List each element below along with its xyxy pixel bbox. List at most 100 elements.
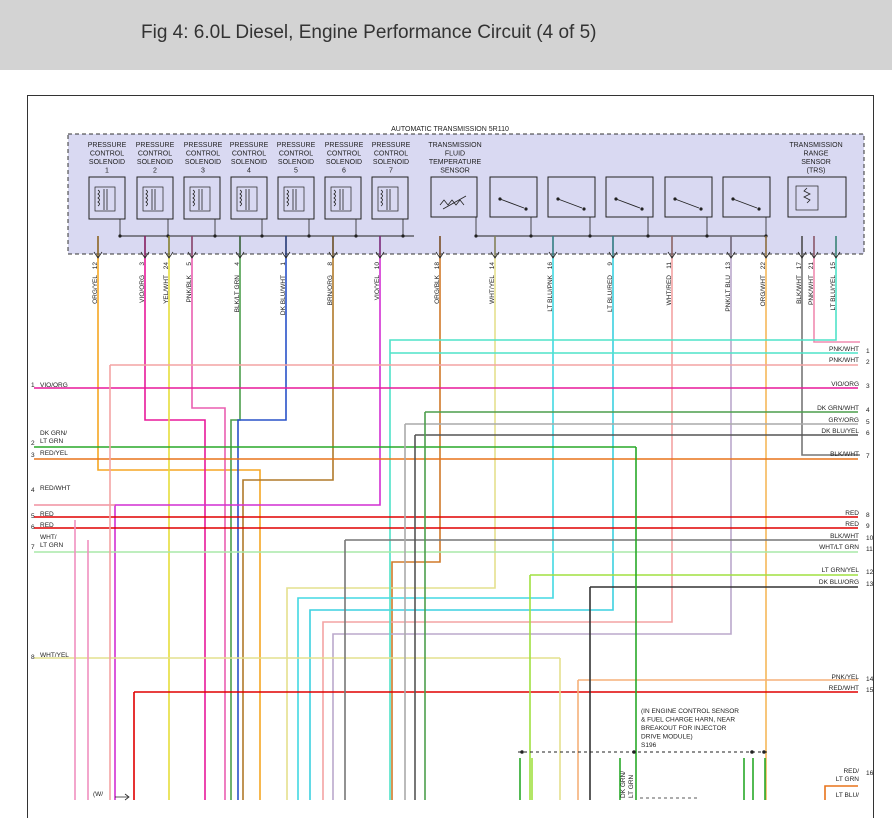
right-circuit-label: VIO/ORG xyxy=(831,381,859,388)
pin-wire-label: DK BLU/WHT xyxy=(280,275,287,315)
coil-icon xyxy=(333,189,336,207)
right-circuit-label: RED/ xyxy=(843,768,859,775)
right-circuit-label: LT GRN xyxy=(836,776,860,783)
right-circuit-label: LT GRN/YEL xyxy=(822,567,860,574)
figure-title: Fig 4: 6.0L Diesel, Engine Performance C… xyxy=(141,22,597,43)
coil-icon xyxy=(380,189,383,207)
switch-blade xyxy=(557,198,583,209)
coil-icon xyxy=(97,189,100,207)
pin-wire-label: BRN/ORG xyxy=(327,275,334,305)
right-circuit-number: 12 xyxy=(866,569,874,576)
component-caption-9: (TRS) xyxy=(807,168,826,175)
right-circuit-label: WHT/LT GRN xyxy=(819,544,859,551)
bottom-wire-label: LT GRN xyxy=(628,774,635,798)
right-circuit-label: PNK/YEL xyxy=(832,674,860,681)
pin-wire-label: YEL/WHT xyxy=(163,275,170,304)
right-circuit-label: LT BLU/ xyxy=(836,792,859,799)
component-caption-6: 6 xyxy=(342,168,346,175)
left-circuit-label: RED/WHT xyxy=(40,485,70,492)
left-circuit-label: RED/YEL xyxy=(40,450,68,457)
switch-contact xyxy=(524,207,528,211)
pin-number-14: 14 xyxy=(489,262,496,270)
pin-number-3: 3 xyxy=(139,262,146,266)
pin-number-12: 12 xyxy=(92,262,99,270)
coil-icon xyxy=(145,189,148,207)
component-caption-7: SOLENOID xyxy=(373,159,409,166)
switch-contact xyxy=(757,207,761,211)
component-caption-2: 2 xyxy=(153,168,157,175)
splice-note-line: (IN ENGINE CONTROL SENSOR xyxy=(641,708,739,715)
splice-point xyxy=(750,750,754,754)
pin-number-10: 10 xyxy=(374,262,381,270)
thermistor-icon xyxy=(439,199,465,206)
right-circuit-number: 7 xyxy=(866,453,870,460)
component-caption-1: PRESSURE xyxy=(88,142,127,149)
harness-wire-18 xyxy=(391,236,441,800)
right-circuit-number: 4 xyxy=(866,407,870,414)
left-circuit-number: 8 xyxy=(31,654,35,661)
left-circuit-number: 2 xyxy=(31,440,35,447)
right-circuit-label: PNK/WHT xyxy=(829,357,859,364)
splice-dot xyxy=(354,234,358,238)
pin-number-15: 15 xyxy=(830,262,837,270)
diagram-frame xyxy=(27,95,874,818)
pin-wire-label: BLK/WHT xyxy=(796,275,803,304)
right-circuit-number: 13 xyxy=(866,581,874,588)
splice-note-line: & FUEL CHARGE HARN, NEAR xyxy=(641,717,735,724)
splice-dot xyxy=(213,234,217,238)
right-circuit-label: BLK/WHT xyxy=(830,451,859,458)
trs-element xyxy=(795,185,819,211)
component-caption-6: SOLENOID xyxy=(326,159,362,166)
switch-contact xyxy=(614,197,618,201)
right-circuit-number: 2 xyxy=(866,359,870,366)
pin-number-9: 9 xyxy=(607,262,614,266)
component-caption-8: TRANSMISSION xyxy=(428,142,481,149)
pin-number-21: 21 xyxy=(808,262,815,270)
left-circuit-label: DK GRN/ xyxy=(40,430,67,437)
splice-point xyxy=(762,750,766,754)
pin-number-16: 16 xyxy=(547,262,554,270)
splice-dot xyxy=(529,234,533,238)
component-caption-9: RANGE xyxy=(804,151,829,158)
splice-dot xyxy=(646,234,650,238)
pin-wire-label: ORG/BLK xyxy=(434,274,441,304)
right-circuit-number: 6 xyxy=(866,430,870,437)
pressure-switch-3-box xyxy=(605,176,654,218)
component-caption-3: SOLENOID xyxy=(185,159,221,166)
pin-number-22: 22 xyxy=(760,262,767,270)
right-circuit-number: 10 xyxy=(866,535,874,542)
right-circuit-label: DK GRN/WHT xyxy=(817,405,859,412)
splice-point xyxy=(632,750,636,754)
component-caption-2: SOLENOID xyxy=(137,159,173,166)
harness-wire-5 xyxy=(191,236,226,800)
solenoid-coil-frame xyxy=(189,186,211,212)
solenoid-coil-frame xyxy=(142,186,164,212)
solenoid-coil-frame xyxy=(330,186,352,212)
pin-number-4: 4 xyxy=(234,262,241,266)
right-circuit-label: DK BLU/ORG xyxy=(819,579,859,586)
right-circuit-label: RED/WHT xyxy=(829,685,859,692)
pin-number-5: 5 xyxy=(186,262,193,266)
pin-number-8: 8 xyxy=(327,262,334,266)
pin-number-24: 24 xyxy=(163,262,170,270)
splice-dot xyxy=(260,234,264,238)
right-circuit-number: 9 xyxy=(866,523,870,530)
component-caption-9: SENSOR xyxy=(801,159,831,166)
splice-dot xyxy=(401,234,405,238)
right-circuit-number: 5 xyxy=(866,419,870,426)
pin-wire-label: VIO/YEL xyxy=(374,275,381,301)
harness-wire-3 xyxy=(144,236,206,800)
pin-number-18: 18 xyxy=(434,262,441,270)
left-circuit-number: 7 xyxy=(31,544,35,551)
pin-wire-label: WHT/YEL xyxy=(489,275,496,304)
component-caption-8: SENSOR xyxy=(440,168,470,175)
component-caption-1: SOLENOID xyxy=(89,159,125,166)
right-circuit-label: RED xyxy=(845,521,859,528)
right-circuit-label: DK BLU/YEL xyxy=(821,428,859,435)
thermistor-arrow xyxy=(442,195,467,210)
splice-note-line: DRIVE MODULE) xyxy=(641,734,693,741)
component-caption-7: CONTROL xyxy=(374,151,408,158)
splice-dot xyxy=(588,234,592,238)
left-circuit-label: LT GRN xyxy=(40,542,64,549)
pin-wire-label: LT BLU/PNK xyxy=(547,274,554,311)
